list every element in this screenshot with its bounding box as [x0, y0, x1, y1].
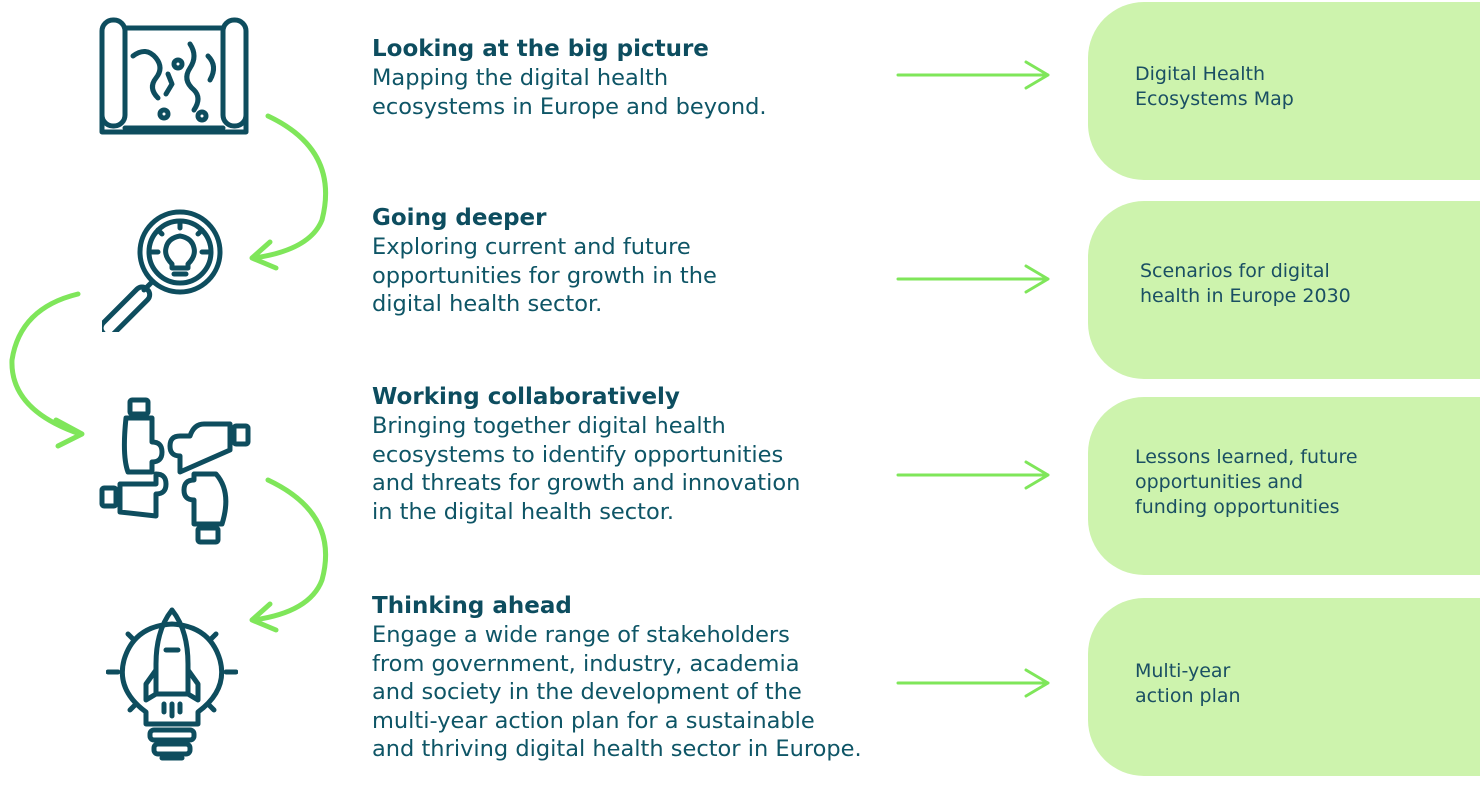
step-description-line: in the digital health sector.	[372, 498, 675, 525]
arrow-right-icon	[896, 60, 1050, 90]
step-title: Thinking ahead	[372, 593, 572, 619]
step-description-line: Engage a wide range of stakeholders	[372, 622, 790, 648]
output-label-2: Scenarios for digital health in Europe 2…	[1140, 259, 1410, 309]
connector-3-4	[251, 477, 328, 623]
step-title: Looking at the big picture	[372, 36, 709, 62]
step-description-line: and society in the development of the	[372, 679, 802, 705]
arrow-right-icon	[896, 460, 1050, 490]
step-title: Going deeper	[372, 205, 547, 231]
output-pill-1	[1088, 2, 1480, 180]
output-pill-3	[1088, 397, 1480, 575]
step-description-line: Exploring current and future	[372, 234, 691, 260]
step-3: Working collaboratively Bringing togethe…	[372, 382, 932, 526]
arrow-right-icon	[896, 264, 1050, 294]
step-description-line: opportunities for growth in the	[372, 262, 717, 289]
arrow-right-icon	[896, 668, 1050, 698]
step-description-line: ecosystems to identify opportunities	[372, 441, 784, 468]
step-2: Going deeper Exploring current and futur…	[372, 203, 932, 319]
step-title: Working collaboratively	[372, 384, 680, 410]
step-description-line: ecosystems in Europe and beyond.	[372, 93, 767, 120]
connector-2-3	[9, 291, 83, 437]
step-description-line: and thriving digital health sector in Eu…	[372, 736, 862, 762]
connector-1-2	[251, 113, 328, 261]
output-label-line: Ecosystems Map	[1135, 88, 1294, 110]
output-label-line: Digital Health	[1135, 63, 1266, 85]
step-4: Thinking ahead Engage a wide range of st…	[372, 591, 932, 764]
output-label-line: action plan	[1135, 685, 1241, 707]
map-icon	[98, 16, 250, 138]
output-label-line: opportunities and	[1135, 471, 1304, 493]
output-label-4: Multi-year action plan	[1135, 659, 1405, 709]
output-label-3: Lessons learned, future opportunities an…	[1135, 445, 1405, 520]
step-description-line: Mapping the digital health	[372, 65, 669, 91]
step-description: Mapping the digital health ecosystems in…	[372, 64, 932, 121]
step-description-line: multi-year action plan for a sustainable	[372, 707, 815, 734]
puzzle-hands-icon	[98, 396, 254, 546]
magnifier-lightbulb-icon	[102, 204, 232, 332]
step-description-line: from government, industry, academia	[372, 650, 800, 677]
step-description: Exploring current and future opportuniti…	[372, 233, 932, 319]
output-label-line: health in Europe 2030	[1140, 285, 1351, 307]
step-description: Engage a wide range of stakeholders from…	[372, 621, 932, 764]
step-description-line: and threats for growth and innovation	[372, 470, 801, 496]
step-description-line: digital health sector.	[372, 291, 603, 317]
step-1: Looking at the big picture Mapping the d…	[372, 34, 932, 121]
output-label-1: Digital Health Ecosystems Map	[1135, 62, 1405, 112]
step-description: Bringing together digital health ecosyst…	[372, 412, 932, 526]
rocket-lightbulb-icon	[106, 606, 238, 766]
output-pill-2	[1088, 201, 1480, 379]
output-label-line: funding opportunities	[1135, 496, 1340, 518]
output-label-line: Multi-year	[1135, 660, 1231, 682]
output-pill-4	[1088, 598, 1480, 776]
step-description-line: Bringing together digital health	[372, 413, 726, 439]
output-label-line: Scenarios for digital	[1140, 260, 1330, 282]
output-label-line: Lessons learned, future	[1135, 446, 1358, 468]
